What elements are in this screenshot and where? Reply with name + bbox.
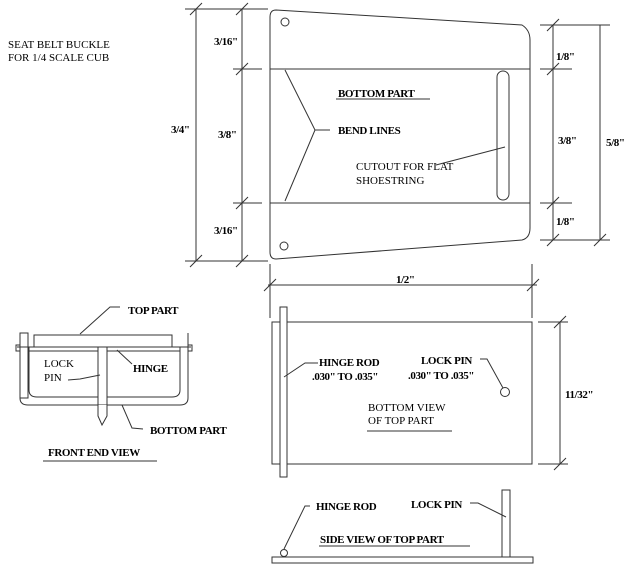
bottom-part-outline xyxy=(269,9,531,260)
hinge-rod xyxy=(279,306,288,478)
dim-overall-left: 3/4" xyxy=(171,124,190,136)
top-view: BOTTOM PART BEND LINES CUTOUT FOR FLAT S… xyxy=(171,2,625,268)
dim-middle-left: 3/8" xyxy=(218,129,237,141)
lock-pin-leader xyxy=(480,358,504,389)
bottom-view: 1/2" 11/32" HINGE ROD .030" TO .035" LOC… xyxy=(263,264,594,478)
dim-middle-right: 3/8" xyxy=(558,135,577,147)
bottom-part-label: BOTTOM PART xyxy=(338,88,415,100)
mount-hole-bottom xyxy=(279,241,289,251)
dim-bottom-right: 1/8" xyxy=(556,216,575,228)
front-view: TOP PART HINGE LOCK PIN BOTTOM PART FRON… xyxy=(15,305,228,462)
side-view-caption: SIDE VIEW OF TOP PART xyxy=(320,534,445,546)
title-line-1: SEAT BELT BUCKLE xyxy=(8,39,110,51)
hinge-rod-size: .030" TO .035" xyxy=(312,371,378,383)
dim-bottom-left: 3/16" xyxy=(214,225,238,237)
side-hinge-leader xyxy=(283,505,310,550)
hinge-rod-leader xyxy=(283,362,318,378)
shoestring-slot xyxy=(496,70,510,201)
bend-lines-label: BEND LINES xyxy=(338,125,401,137)
lock-pin-leader-front xyxy=(67,374,101,381)
side-hinge-rod-label: HINGE ROD xyxy=(316,501,377,513)
front-lock-label-2: PIN xyxy=(44,372,62,384)
front-lock-label-1: LOCK xyxy=(44,358,74,370)
dim-overall-right: 5/8" xyxy=(606,137,625,149)
hinge-rod-label: HINGE ROD xyxy=(319,357,380,369)
lock-pin-label: LOCK PIN xyxy=(421,355,472,367)
top-part-leader xyxy=(79,306,120,335)
title-line-2: FOR 1/4 SCALE CUB xyxy=(8,52,109,64)
side-lock-leader xyxy=(470,502,507,518)
cutout-leader xyxy=(435,146,506,166)
cutout-label-1: CUTOUT FOR FLAT xyxy=(356,161,454,173)
bottom-view-caption-2: OF TOP PART xyxy=(368,415,434,427)
side-lock-pin xyxy=(501,489,511,558)
height-dim: 11/32" xyxy=(565,389,593,401)
hinge-leader xyxy=(116,349,133,365)
side-top-part xyxy=(271,556,534,564)
front-top-part-label: TOP PART xyxy=(128,305,179,317)
front-hinge-label: HINGE xyxy=(133,363,168,375)
side-lock-pin-label: LOCK PIN xyxy=(411,499,462,511)
mount-hole-top xyxy=(280,17,290,27)
side-hinge-rod xyxy=(280,549,288,557)
front-top-part xyxy=(33,334,173,348)
bend-leader xyxy=(284,69,316,202)
front-lock-pin xyxy=(97,346,108,406)
dim-top-right: 1/8" xyxy=(556,51,575,63)
bottom-view-caption-1: BOTTOM VIEW xyxy=(368,402,446,414)
right-dimensions: 1/8" 3/8" 1/8" 5/8" xyxy=(540,18,625,247)
side-view: HINGE ROD LOCK PIN SIDE VIEW OF TOP PART xyxy=(271,489,534,564)
top-part-outline xyxy=(271,321,533,465)
width-dim: 1/2" xyxy=(396,274,415,286)
front-bottom-part-label: BOTTOM PART xyxy=(150,425,227,437)
drawing-title: SEAT BELT BUCKLE FOR 1/4 SCALE CUB xyxy=(8,39,110,64)
left-dimensions: 3/4" 3/16" 3/8" 3/16" xyxy=(171,2,268,268)
lock-pin-size: .030" TO .035" xyxy=(408,370,474,382)
front-view-caption: FRONT END VIEW xyxy=(48,447,140,459)
lock-pin-hole xyxy=(500,387,510,397)
front-lock-pin-tip xyxy=(97,405,108,427)
cutout-label-2: SHOESTRING xyxy=(356,175,425,187)
bottom-part-leader xyxy=(121,404,144,430)
dim-top-left: 3/16" xyxy=(214,36,238,48)
